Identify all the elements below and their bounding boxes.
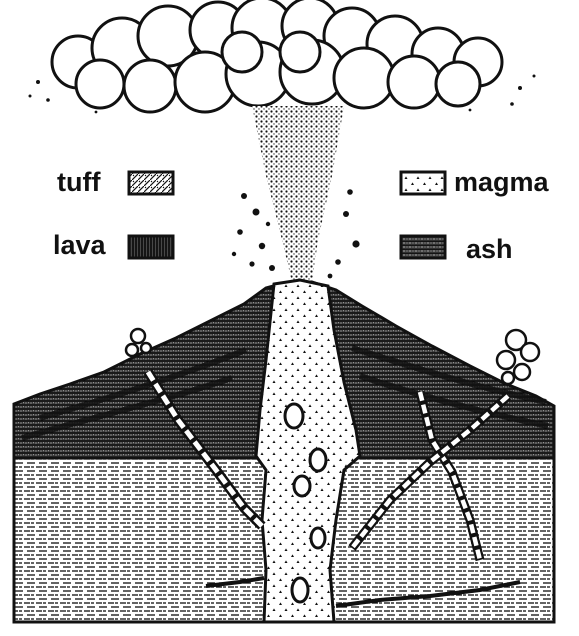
eruption-column xyxy=(252,106,344,282)
magma-swatch xyxy=(401,172,445,194)
legend-label-ash: ash xyxy=(466,236,513,263)
tuff-swatch xyxy=(129,172,173,194)
legend-label-tuff: tuff xyxy=(57,169,100,196)
ash-swatch xyxy=(401,236,445,258)
legend-label-magma: magma xyxy=(454,169,549,196)
eruption-cloud xyxy=(52,0,502,112)
lava-swatch xyxy=(129,236,173,258)
legend-label-lava: lava xyxy=(53,232,106,259)
